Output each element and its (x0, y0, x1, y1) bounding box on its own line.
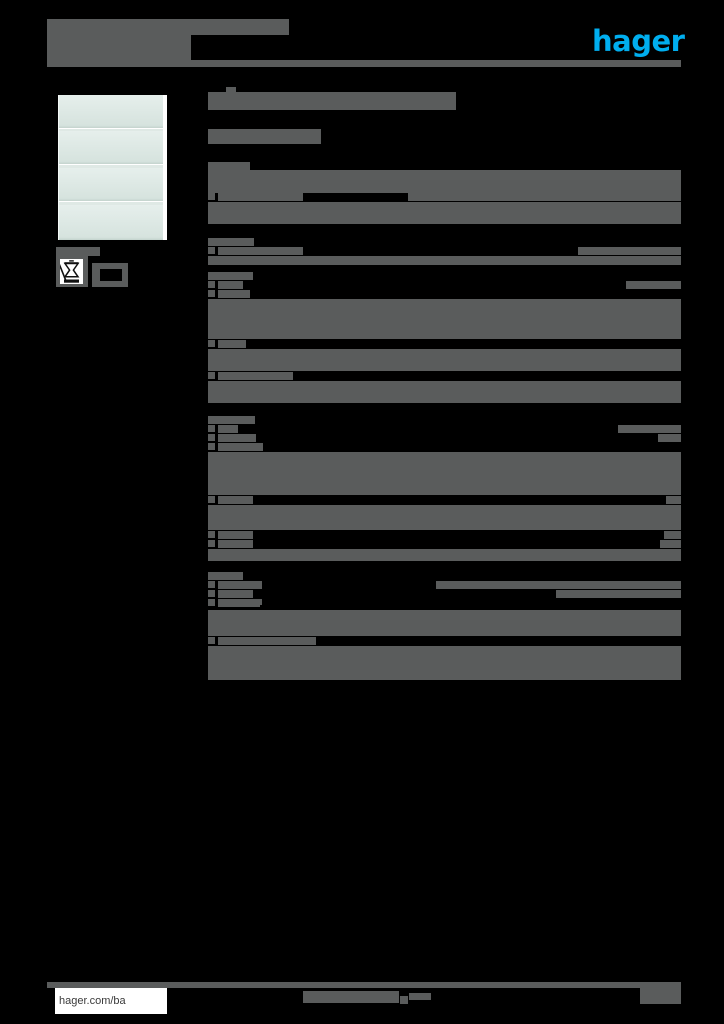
spec-section-5 (208, 572, 681, 680)
spec-section-4-bullet-3 (208, 443, 215, 450)
footer-center-redaction-a (303, 991, 399, 1003)
spec-section-4-row-7b (664, 531, 681, 539)
spec-section-5-bullet-3 (208, 599, 215, 606)
weee-crossed-bin-icon (60, 259, 83, 284)
spec-section-4-row-5 (218, 496, 253, 504)
spec-section-1-heading (208, 162, 250, 170)
spec-section-1-row-2 (218, 193, 303, 201)
photo-edge-highlight (163, 95, 167, 240)
spec-section-2 (208, 238, 681, 265)
spec-section-5-row-5 (218, 637, 316, 645)
spec-section-2-bullet-1 (208, 247, 215, 254)
spec-section-5-row-4 (208, 610, 681, 636)
spec-section-3-bullet-3 (208, 340, 215, 347)
spec-section-4 (208, 416, 681, 562)
compliance-icon-row (56, 247, 128, 287)
spec-section-2-row-1b (578, 247, 681, 255)
spec-section-4-row-5b (666, 496, 681, 504)
spec-section-4-row-4 (208, 452, 681, 495)
spec-section-4-row-2 (218, 434, 256, 442)
spec-section-5-row-2b (556, 590, 681, 598)
footer-center-redaction-c (409, 993, 431, 1000)
header-title-line-redaction (157, 19, 289, 35)
spec-section-4-row-9 (208, 549, 681, 561)
spec-section-3-row-7 (208, 381, 681, 403)
spec-section-5-row-3b (256, 599, 262, 605)
spec-section-5-row-1 (218, 581, 262, 589)
spec-section-1 (208, 162, 681, 228)
doc-title-ascender-redaction (226, 87, 236, 93)
spec-section-4-bullet-1 (208, 425, 215, 432)
footer-url[interactable]: hager.com/ba (59, 995, 126, 1007)
footer-url-box (55, 988, 167, 1014)
spec-section-1-row-2b (408, 193, 681, 201)
header-subtitle-redaction (111, 49, 141, 61)
spec-section-1-bullet-1 (208, 193, 215, 200)
spec-section-5-row-1b (436, 581, 681, 589)
spec-section-4-bullet-4 (208, 496, 215, 503)
spec-section-5-row-3 (218, 599, 260, 607)
spec-section-3-bullet-2 (208, 290, 215, 297)
spec-section-3-bullet-4 (208, 372, 215, 379)
document-subtitle-redaction (208, 129, 321, 144)
spec-section-4-heading (208, 416, 255, 424)
spec-section-3-row-6 (218, 372, 293, 380)
spec-section-3-row-3 (208, 299, 681, 339)
secondary-icon-inner (100, 269, 122, 281)
rocker-1 (59, 95, 167, 129)
spec-section-4-row-2b (658, 434, 681, 442)
header-divider (47, 60, 681, 67)
footer-center-redaction-b (400, 996, 408, 1004)
spec-section-5-row-6 (208, 646, 681, 680)
rocker-2 (59, 131, 167, 165)
spec-section-4-bullet-6 (208, 540, 215, 547)
spec-section-3-row-2 (218, 290, 250, 298)
spec-section-3-row-4 (218, 340, 246, 348)
spec-section-4-bullet-2 (208, 434, 215, 441)
document-header (47, 19, 681, 61)
spec-section-5-bullet-2 (208, 590, 215, 597)
spec-section-3 (208, 272, 681, 406)
spec-section-3-row-5 (208, 349, 681, 371)
icon-caption-redaction (56, 247, 100, 256)
spec-section-5-row-2 (218, 590, 253, 598)
spec-section-2-row-2 (208, 256, 681, 265)
spec-section-4-row-6 (208, 505, 681, 530)
spec-section-5-bullet-4 (208, 637, 215, 644)
spec-section-4-bullet-5 (208, 531, 215, 538)
spec-section-5-heading (208, 572, 243, 580)
product-photo (58, 95, 167, 240)
spec-section-3-row-1b (626, 281, 681, 289)
spec-section-5-bullet-1 (208, 581, 215, 588)
spec-section-4-row-1 (218, 425, 238, 433)
spec-section-4-row-8 (218, 540, 253, 548)
spec-section-1-row-1 (208, 170, 681, 193)
spec-section-3-heading (208, 272, 253, 280)
hager-logo: hager (592, 24, 685, 58)
footer-divider (47, 982, 681, 988)
spec-section-2-heading (208, 238, 254, 246)
spec-section-1-row-3 (208, 202, 681, 224)
spec-section-2-row-1 (218, 247, 303, 255)
spec-section-3-bullet-1 (208, 281, 215, 288)
document-title-redaction (208, 92, 456, 110)
rocker-4 (59, 205, 167, 240)
spec-section-4-row-3 (218, 443, 263, 451)
spec-section-3-row-1 (218, 281, 243, 289)
spec-section-4-row-7 (218, 531, 253, 539)
spec-section-4-row-8b (660, 540, 681, 548)
spec-section-4-row-1b (618, 425, 681, 433)
footer-page-number-redaction (640, 988, 681, 1004)
rocker-3 (59, 168, 167, 202)
